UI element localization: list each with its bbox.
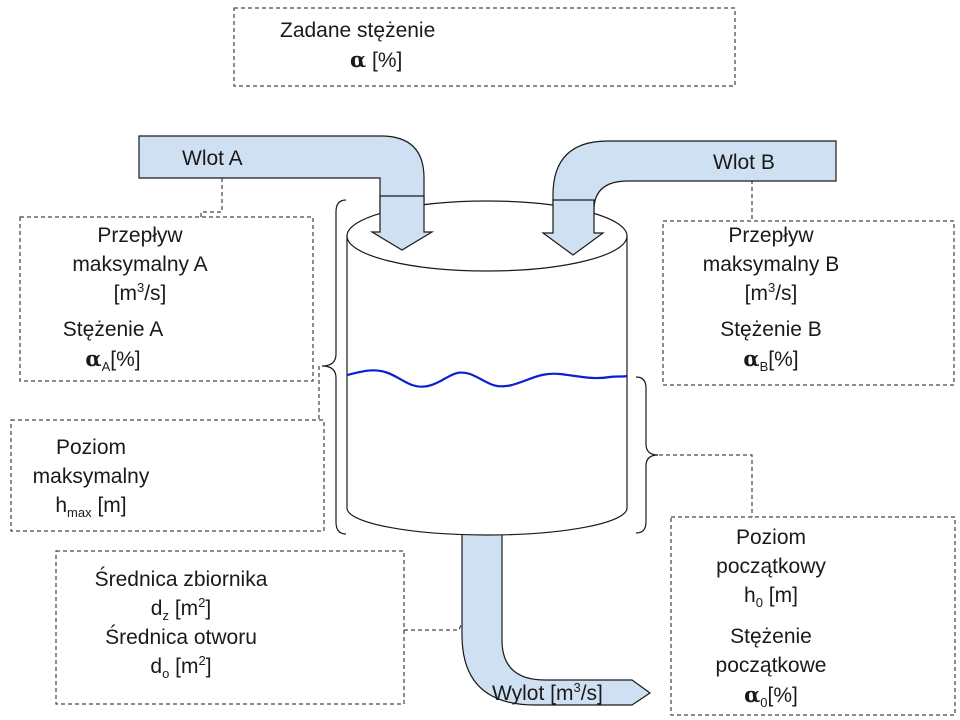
max-level-line1: Poziom xyxy=(55,436,127,459)
initial-concentration-symbol: α0[%] xyxy=(744,682,798,711)
target-concentration-title: Zadane stężenie xyxy=(280,19,436,42)
inlet-a-concentration-title: Stężenie A xyxy=(62,318,164,341)
inlet-b-flow-line1: Przepływ xyxy=(728,224,814,247)
inlet-a-concentration-label: Stężenie A αA[%] xyxy=(20,315,206,374)
inlet-b-concentration-label: Stężenie B αB[%] xyxy=(663,315,879,374)
inlet-b-concentration-title: Stężenie B xyxy=(720,318,822,341)
inlet-b-flow-unit: [m3/s] xyxy=(744,280,798,305)
inlet-a-flow-line1: Przepływ xyxy=(97,224,183,247)
inlet-a-flow-line2: maksymalny A xyxy=(72,253,208,276)
initial-concentration-line1: Stężenie xyxy=(730,625,812,648)
max-level-label: Poziom maksymalny hmax [m] xyxy=(11,433,171,520)
initial-concentration-line2: początkowe xyxy=(715,654,827,677)
max-level-brace xyxy=(321,199,347,535)
inlet-a-label: Wlot A xyxy=(182,147,243,170)
target-concentration-unit: [%] xyxy=(372,49,403,72)
tank xyxy=(346,200,628,536)
initial-state-box xyxy=(670,516,956,716)
tank-diameter-symbol: dz [m2] xyxy=(150,595,212,624)
initial-concentration-label: Stężenie początkowe α0[%] xyxy=(671,622,871,710)
tank-diameter-title: Średnica zbiornika xyxy=(94,568,268,591)
initial-level-brace xyxy=(635,376,659,534)
initial-level-symbol: h0 [m] xyxy=(744,584,798,611)
target-concentration-box xyxy=(233,7,736,87)
max-level-line2: maksymalny xyxy=(32,465,150,488)
diameters-box xyxy=(55,550,405,705)
hole-diameter-title: Średnica otworu xyxy=(105,626,257,649)
inlet-a-flow-unit: [m3/s] xyxy=(113,280,167,305)
inlet-a-arrow-head xyxy=(369,195,435,251)
inlet-b-flow-label: Przepływ maksymalny B [m3/s] xyxy=(663,221,879,308)
outlet-label: Wylot [m3/s] xyxy=(492,680,603,705)
inlet-a-concentration-symbol: αA[%] xyxy=(85,346,141,375)
alpha-symbol: α xyxy=(350,47,367,72)
hole-diameter-symbol: do [m2] xyxy=(150,653,212,682)
connector-inlet-a xyxy=(200,178,223,217)
inlet-a-params-box xyxy=(19,216,314,382)
diameters-label: Średnica zbiornika dz [m2] Średnica otwo… xyxy=(56,565,306,681)
inlet-b-params-box xyxy=(662,220,955,386)
water-surface xyxy=(346,369,628,388)
connector-initial-level xyxy=(659,454,753,517)
initial-level-line1: Poziom xyxy=(735,526,807,549)
max-level-box xyxy=(10,419,325,532)
inlet-b-flow-line2: maksymalny B xyxy=(702,253,840,276)
inlet-a-flow-label: Przepływ maksymalny A [m3/s] xyxy=(20,221,260,308)
inlet-b-arrow-head xyxy=(541,199,605,256)
max-level-symbol: hmax [m] xyxy=(55,494,127,521)
target-concentration-symbol-line: α [%] xyxy=(350,45,402,75)
inlet-b-concentration-symbol: αB[%] xyxy=(743,346,799,375)
initial-level-line2: początkowy xyxy=(716,555,826,578)
outlet-pipe xyxy=(461,530,652,706)
inlet-b-label: Wlot B xyxy=(713,151,775,174)
tank-body xyxy=(346,236,628,536)
initial-level-label: Poziom początkowy h0 [m] xyxy=(671,523,871,610)
